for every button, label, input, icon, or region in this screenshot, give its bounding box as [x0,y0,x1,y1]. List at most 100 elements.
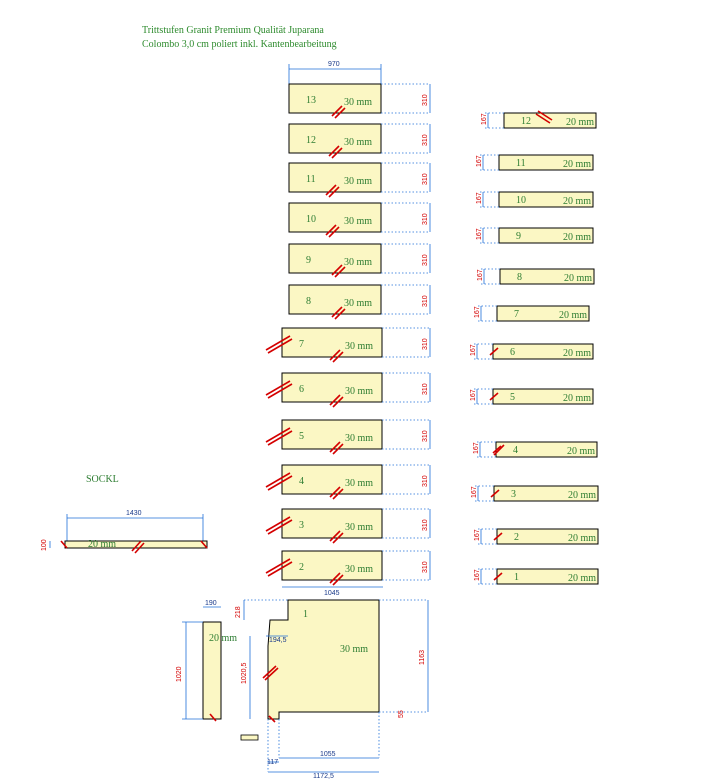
tread-10: 10 30 mm 310 [288,202,431,238]
tread-depth-label: 310 [422,383,429,395]
tread-number: 4 [299,476,304,487]
riser-thickness: 20 mm [568,533,596,544]
edge-mark [265,516,291,532]
tread-slab [281,327,383,358]
edge-mark [265,427,291,443]
riser-thickness: 20 mm [559,310,587,321]
riser-height-label: 167 [476,155,483,167]
riser-slab [503,112,597,129]
tread-number: 9 [306,255,311,266]
landing-corner-label: 55 [398,710,405,718]
tread-number: 5 [299,431,304,442]
edge-mark [328,145,340,157]
tread-number: 13 [306,95,316,106]
riser-height-label: 167 [476,228,483,240]
tread-slab [281,464,383,495]
landing-slab [267,599,380,720]
edge-mark [328,186,340,198]
edge-mark [334,308,346,320]
edge-mark [267,561,293,577]
tread-thickness: 30 mm [344,176,372,187]
riser-thickness: 20 mm [564,273,592,284]
edge-mark [493,532,503,541]
riser-slab [496,305,590,322]
edge-mark [332,488,344,500]
side-riser-slab [202,621,222,720]
landing-total-width-label: 1172,5 [313,773,334,780]
tread-slab [281,419,383,450]
tread-thickness: 30 mm [345,522,373,533]
riser-thickness: 20 mm [563,159,591,170]
small-piece [240,734,259,741]
edge-mark [489,392,499,401]
tread-slab [288,243,382,274]
sockel-height-label: 100 [41,539,48,551]
tread-depth-label: 310 [422,475,429,487]
riser-height-label: 167 [474,529,481,541]
side-riser-piece: 190 1020 20 mm [176,600,259,741]
riser-thickness: 20 mm [563,393,591,404]
edge-mark [265,472,291,488]
tread-width-dimension: 970 [288,61,382,84]
riser-thickness: 20 mm [568,490,596,501]
edge-mark [492,445,502,454]
riser-number: 3 [511,489,516,500]
edge-mark [334,107,346,119]
riser-height-label: 167 [473,442,480,454]
tread-number: 12 [306,135,316,146]
tread-thickness: 30 mm [344,298,372,309]
riser-number: 10 [516,195,526,206]
edge-mark [334,266,346,278]
riser-thickness: 20 mm [563,196,591,207]
riser-number: 1 [514,572,519,583]
riser-height-label: 167 [477,269,484,281]
riser-slab [498,154,594,171]
sockel-width-label: 1430 [126,510,142,517]
edge-mark [265,380,291,396]
tread-number: 10 [306,214,316,225]
tread-thickness: 30 mm [344,257,372,268]
landing-top-notch-label: 218 [235,606,242,618]
tread-number: 11 [306,174,316,185]
edge-mark [267,475,293,491]
tread-depth-label: 310 [422,561,429,573]
tread-thickness: 30 mm [345,386,373,397]
tread-depth-label: 310 [422,338,429,350]
riser-number: 6 [510,347,515,358]
riser-number: 5 [510,392,515,403]
landing-piece: 1 30 mm 218 194,5 1020,5 1163 55 1055 11… [235,599,429,780]
tread-depth-label: 310 [422,519,429,531]
edge-mark [332,574,344,586]
riser-height-label: 167 [470,344,477,356]
landing-height-label: 1163 [419,650,426,665]
landing-notch-label: 194,5 [269,637,287,644]
riser-8: 8 20 mm 167 [477,268,595,285]
riser-thickness: 20 mm [566,117,594,128]
edge-mark [493,572,503,581]
tread-depth-label: 310 [422,213,429,225]
riser-number: 9 [516,231,521,242]
riser-thickness: 20 mm [568,573,596,584]
riser-height-label: 167 [471,486,478,498]
edge-mark [331,264,343,276]
tread-slab [288,202,382,233]
side-riser-height-label: 1020 [176,666,183,682]
tread-slab [288,123,382,154]
tread-depth-label: 310 [422,94,429,106]
tread-thickness: 30 mm [344,216,372,227]
riser-number: 8 [517,272,522,283]
tread-thickness: 30 mm [345,478,373,489]
edge-mark [535,113,551,124]
